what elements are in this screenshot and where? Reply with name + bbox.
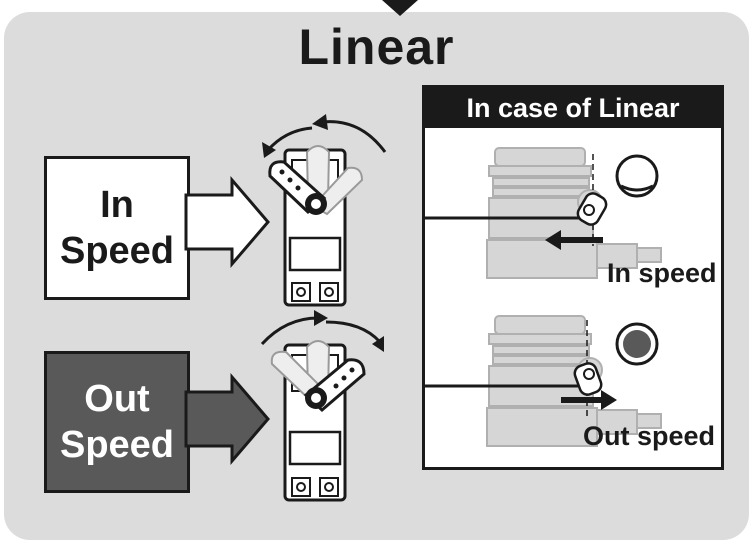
out-speed-arrow-icon xyxy=(561,390,617,410)
servo-icon xyxy=(270,340,366,502)
out-speed-callout: Out Speed xyxy=(44,351,190,493)
indicator-open-icon xyxy=(615,154,659,198)
in-callout-line-2: Speed xyxy=(59,230,175,272)
rotation-arrow-icon xyxy=(262,114,387,158)
case-box-header: In case of Linear xyxy=(425,88,721,128)
throttle-arm-icon xyxy=(576,192,608,226)
out-callout-arrow-icon xyxy=(184,372,270,466)
in-speed-arrow-icon xyxy=(545,230,603,250)
out-speed-label: Out speed xyxy=(583,421,716,451)
linear-case-box: In case of Linear xyxy=(422,85,724,470)
in-callout-line-1: In xyxy=(100,184,134,226)
servo-icon xyxy=(268,145,364,307)
throttle-arm-icon xyxy=(573,362,603,396)
in-speed-label: In speed xyxy=(607,258,717,288)
in-callout-arrow-icon xyxy=(184,175,270,269)
top-down-arrow-icon xyxy=(382,0,418,16)
indicator-closed-icon xyxy=(615,322,659,366)
out-callout-line-1: Out xyxy=(84,378,150,420)
diagram-title: Linear xyxy=(298,19,455,75)
engine-artwork xyxy=(425,147,662,447)
out-callout-line-2: Speed xyxy=(59,424,175,466)
rotation-arrow-icon xyxy=(260,310,384,352)
